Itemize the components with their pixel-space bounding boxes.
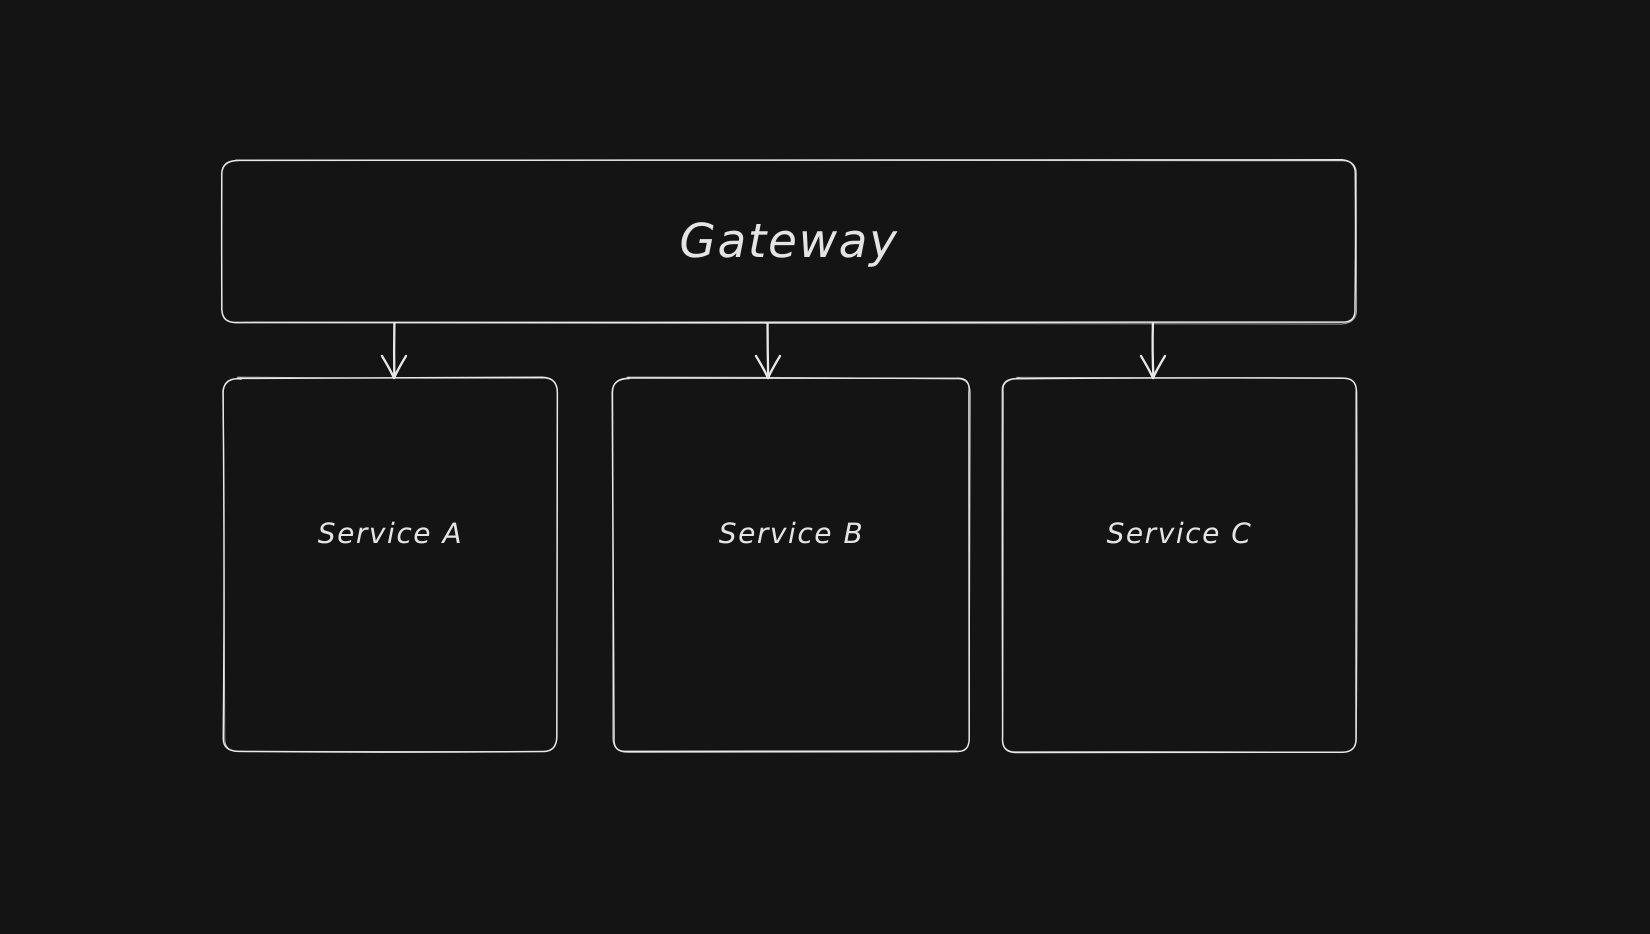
node-shape-service-b[interactable] [611,376,971,753]
node-shape-gateway[interactable] [220,159,1358,325]
node-shape-service-a[interactable] [222,376,559,753]
node-label-service-c[interactable]: Service C [1106,516,1253,550]
edge-gateway-service-a[interactable] [380,321,408,380]
node-label-service-b[interactable]: Service B [718,516,865,550]
node-label-gateway[interactable]: Gateway [679,214,899,269]
edge-gateway-service-c[interactable] [1139,321,1167,380]
node-shape-service-c[interactable] [1001,376,1358,754]
edge-gateway-service-b[interactable] [754,321,782,380]
node-label-service-a[interactable]: Service A [317,516,464,550]
